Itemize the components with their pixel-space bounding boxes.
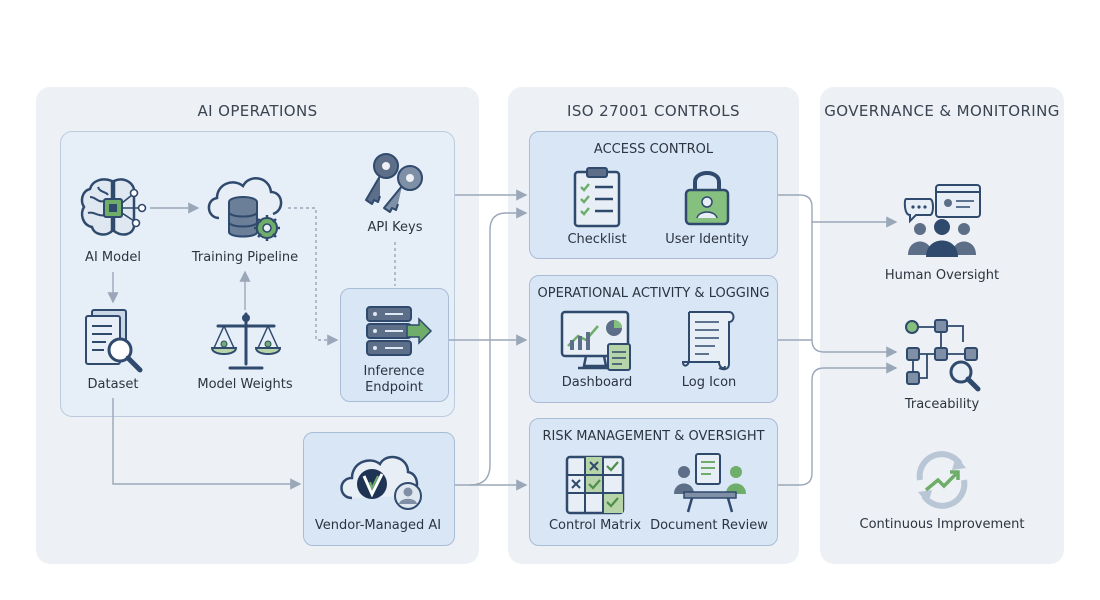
control-matrix-label: Control Matrix [548,518,642,533]
vendor-managed-ai-label: Vendor-Managed AI [314,518,442,533]
continuous-improvement-label: Continuous Improvement [859,517,1025,532]
continuous-improvement-icon [916,451,968,509]
connector-access-to-oversight [778,194,898,228]
dataset-label: Dataset [87,377,139,392]
document-review-label: Document Review [650,518,768,533]
brain-chip-icon [80,178,147,236]
cloud-database-gear-icon [207,177,283,241]
user-identity-label: User Identity [665,232,749,247]
connector-access-to-traceability [811,222,898,358]
server-arrow-icon [366,306,433,356]
dashboard-icon [560,310,631,371]
ai-operations-title: AI OPERATIONS [197,102,318,120]
governance-title: GOVERNANCE & MONITORING [824,102,1060,120]
control-matrix-icon [565,455,625,515]
traceability-flow-icon [905,319,981,392]
connector-risk-to-traceability [778,362,898,486]
connector-pipeline-to-inference [288,207,339,346]
risk-management-title: RISK MANAGEMENT & OVERSIGHT [542,429,765,444]
scale-weights-icon [210,312,282,370]
human-oversight-label: Human Oversight [884,268,1000,283]
logging-title: OPERATIONAL ACTIVITY & LOGGING [537,286,770,301]
padlock-user-icon [684,171,730,226]
document-review-icon [674,453,746,513]
dashboard-label: Dashboard [561,375,633,390]
log-icon-label: Log Icon [681,375,737,390]
checklist-label: Checklist [567,232,627,247]
access-control-box[interactable]: ACCESS CONTROL [529,131,778,259]
log-scroll-icon [681,311,735,371]
traceability-label: Traceability [904,397,980,412]
access-control-title: ACCESS CONTROL [593,142,714,157]
iso-controls-title: ISO 27001 CONTROLS [567,102,740,120]
dataset-search-icon [85,309,143,373]
connector-vendor-to-access [469,207,528,486]
api-keys-icon [365,153,423,213]
inference-endpoint-line-2: Endpoint [365,380,423,395]
inference-endpoint-label: Inference Endpoint [363,364,424,396]
human-oversight-icon [903,184,981,257]
ai-model-label: AI Model [85,250,141,265]
api-keys-label: API Keys [367,220,423,235]
cloud-vendor-icon [340,455,422,510]
model-weights-label: Model Weights [197,377,293,392]
inference-endpoint-line-1: Inference [363,364,425,379]
checklist-icon [573,167,621,228]
connector-dataset-to-vendor [112,398,302,490]
training-pipeline-label: Training Pipeline [191,250,299,265]
